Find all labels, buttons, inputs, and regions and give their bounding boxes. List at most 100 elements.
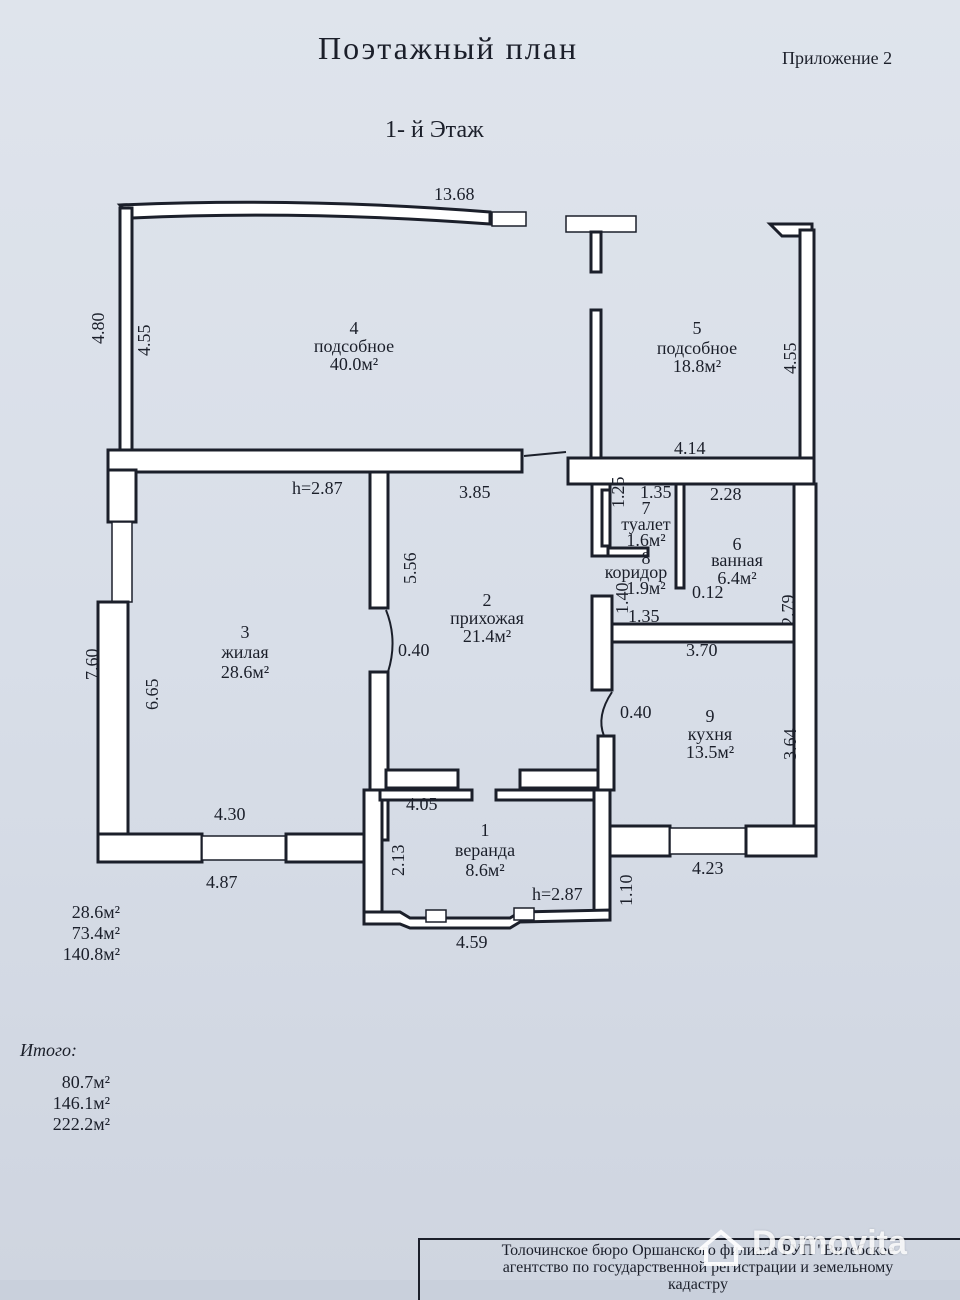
room-4-name: подсобное xyxy=(314,336,394,356)
wall-wc-bottom xyxy=(606,546,650,558)
wall-veranda-right xyxy=(592,788,612,922)
stamp-text: Толочинское бюро Оршанского филиала РУП … xyxy=(458,1242,938,1293)
stamp-line: агентство по государственной регистрации… xyxy=(502,1259,894,1276)
total-value-line: 146.1м² xyxy=(52,1093,110,1113)
room-7-number: 7 xyxy=(642,498,651,518)
window-top-2 xyxy=(565,215,637,233)
dim-opening-left: 0.40 xyxy=(398,640,430,660)
room-5-name: подсобное xyxy=(657,338,737,358)
room-3-name: жилая xyxy=(220,642,268,662)
dim-room5-width: 4.14 xyxy=(674,438,706,458)
wall-veranda-bottom xyxy=(362,908,612,930)
door-top-hall xyxy=(523,451,567,457)
area-total-line: 140.8м² xyxy=(62,944,120,964)
room-3: 3 жилая 28.6м² xyxy=(220,622,269,682)
room-9-number: 9 xyxy=(706,706,715,726)
room-5-number: 5 xyxy=(693,318,702,338)
window-veranda-2 xyxy=(513,907,535,921)
wall-kitchen-bottom-right xyxy=(744,824,818,858)
room-2: 2 прихожая 21.4м² xyxy=(450,590,524,646)
room-6: 6 ванная 6.4м² xyxy=(711,534,763,588)
room-8: 8 коридор 1.9м² xyxy=(605,548,668,598)
area-total-line: 28.6м² xyxy=(71,902,120,922)
window-kitchen xyxy=(669,827,747,855)
room-6-number: 6 xyxy=(733,534,742,554)
dim-veranda-top: 4.05 xyxy=(406,794,438,814)
area-totals: 28.6м² 73.4м² 140.8м² xyxy=(40,902,120,965)
room-7-area: 1.6м² xyxy=(626,530,665,550)
wall-veranda-top-right xyxy=(494,788,598,802)
dim-wc-width: 1.35 xyxy=(640,482,672,502)
dim-corr-small: 1.40 xyxy=(612,583,632,615)
dim-kitchen-width: 3.70 xyxy=(686,640,718,660)
watermark-house-icon xyxy=(698,1229,744,1266)
wall-mid-left xyxy=(106,448,524,474)
room-4: 4 подсобное 40.0м² xyxy=(314,318,394,374)
wall-veranda-top-left xyxy=(378,788,474,802)
dim-veranda-height: 2.13 xyxy=(388,845,408,877)
total-values: 80.7м² 146.1м² 222.2м² xyxy=(40,1072,110,1135)
room-5-area: 18.8м² xyxy=(673,356,721,376)
wall-top-left xyxy=(116,200,492,226)
dim-corr-width: 1.35 xyxy=(628,606,660,626)
room-2-name: прихожая xyxy=(450,608,524,628)
total-value-line: 222.2м² xyxy=(52,1114,110,1134)
wall-hall-bottom-right xyxy=(518,768,604,790)
dim-bath-width: 2.28 xyxy=(710,484,742,504)
wall-left-top xyxy=(106,468,138,524)
room-1-name: веранда xyxy=(455,840,515,860)
wall-kitchen-bottom-left xyxy=(608,824,672,858)
dim-wc-height: 1.25 xyxy=(608,477,628,509)
page-title: Поэтажный план xyxy=(318,30,579,66)
dim-left-inner: 4.55 xyxy=(134,325,154,357)
room-2-area: 21.4м² xyxy=(463,626,511,646)
dim-wall-012: 0.12 xyxy=(692,582,724,602)
door-kitchen xyxy=(600,691,613,737)
room-6-name: ванная xyxy=(711,550,763,570)
total-label: Итого: xyxy=(20,1040,78,1060)
dim-right-height: 4.55 xyxy=(780,343,800,375)
room-5: 5 подсобное 18.8м² xyxy=(657,318,737,376)
dim-kitchen-height: 3.64 xyxy=(780,729,800,761)
dim-veranda-bottom: 4.59 xyxy=(456,932,488,952)
room-1-number: 1 xyxy=(481,820,490,840)
dim-left-outer: 4.80 xyxy=(88,313,108,345)
room-9-name: кухня xyxy=(688,724,732,744)
room-8-area: 1.9м² xyxy=(626,578,665,598)
dim-hall-width: 3.85 xyxy=(459,482,491,502)
dim-bath-height: 2.79 xyxy=(778,595,798,627)
window-veranda-1 xyxy=(425,909,447,923)
wall-living-hall-upper xyxy=(368,470,390,610)
wall-partition-45 xyxy=(589,308,603,460)
wall-right-upper xyxy=(798,228,816,472)
room-1: 1 веранда 8.6м² xyxy=(455,820,515,880)
wall-wc-inner xyxy=(600,488,612,548)
dim-opening-right: 0.40 xyxy=(620,702,652,722)
window-left xyxy=(111,521,133,603)
dim-living-width: 4.30 xyxy=(214,804,246,824)
wall-hall-bottom-left xyxy=(384,768,460,790)
room-3-number: 3 xyxy=(241,622,250,642)
total-value-line: 80.7м² xyxy=(61,1072,110,1092)
wall-hall-right-lower xyxy=(596,734,616,792)
room-8-name: коридор xyxy=(605,562,668,582)
wall-mid-right xyxy=(566,456,816,486)
room-9: 9 кухня 13.5м² xyxy=(686,706,734,762)
watermark-logo: Domovita xyxy=(752,1224,907,1262)
wall-bottom-left xyxy=(96,832,204,864)
wall-wc-right xyxy=(674,482,686,590)
dim-top-width: 13.68 xyxy=(434,184,475,204)
dim-kitchen-outer: 4.23 xyxy=(692,858,724,878)
room-2-number: 2 xyxy=(483,590,492,610)
wall-hall-right-upper xyxy=(590,594,614,692)
window-bottom-left xyxy=(201,835,287,861)
dim-living-outer: 4.87 xyxy=(206,872,238,892)
wall-right-lower xyxy=(792,482,818,858)
room-9-area: 13.5м² xyxy=(686,742,734,762)
door-living xyxy=(385,609,394,673)
stamp-line: кадастру xyxy=(668,1276,728,1293)
floor-label: 1- й Этаж xyxy=(385,117,484,143)
dim-ceiling-left: h=2.87 xyxy=(292,478,343,498)
